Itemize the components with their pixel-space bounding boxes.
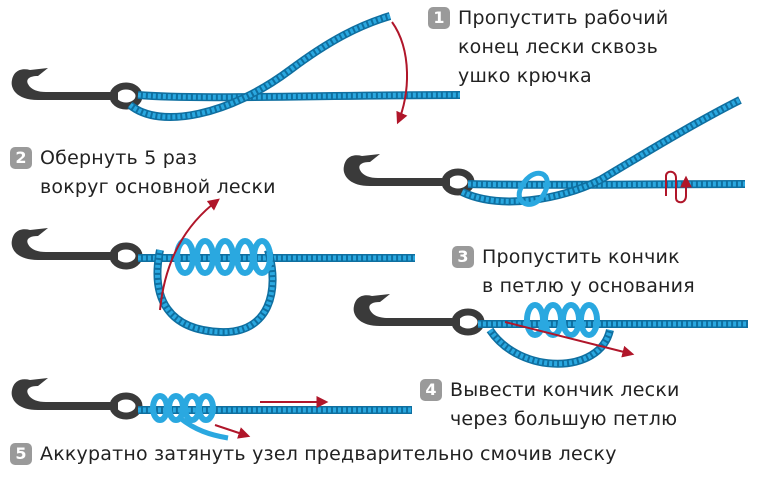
step1b-drawing xyxy=(344,96,746,207)
step-number-badge: 2 xyxy=(10,147,32,169)
step-4: 4 Вывести кончик лески через большую пет… xyxy=(420,376,680,434)
step-text: Обернуть 5 раз вокруг основной лески xyxy=(40,147,276,198)
step-number-badge: 5 xyxy=(10,443,32,465)
step-1: 1 Пропустить рабочий конец лески сквозь … xyxy=(428,4,668,91)
step-text: Пропустить рабочий конец лески сквозь уш… xyxy=(458,7,669,87)
arrow xyxy=(391,21,409,125)
step-2: 2 Обернуть 5 раз вокруг основной лески xyxy=(10,144,276,202)
step-number-badge: 4 xyxy=(420,379,442,401)
step1-drawing xyxy=(12,12,461,125)
step-text: Аккуратно затянуть узел предварительно с… xyxy=(40,443,617,465)
step-5: 5 Аккуратно затянуть узел предварительно… xyxy=(10,440,617,469)
step-text: Вывести кончик лески через большую петлю xyxy=(450,379,680,430)
step4-drawing xyxy=(12,378,412,441)
step-text: Пропустить кончик в петлю у основания xyxy=(482,246,695,297)
step2-drawing xyxy=(12,198,415,337)
step3-drawing xyxy=(354,294,748,368)
step-3: 3 Пропустить кончик в петлю у основания xyxy=(452,243,695,301)
step-number-badge: 1 xyxy=(428,7,450,29)
step-number-badge: 3 xyxy=(452,246,474,268)
